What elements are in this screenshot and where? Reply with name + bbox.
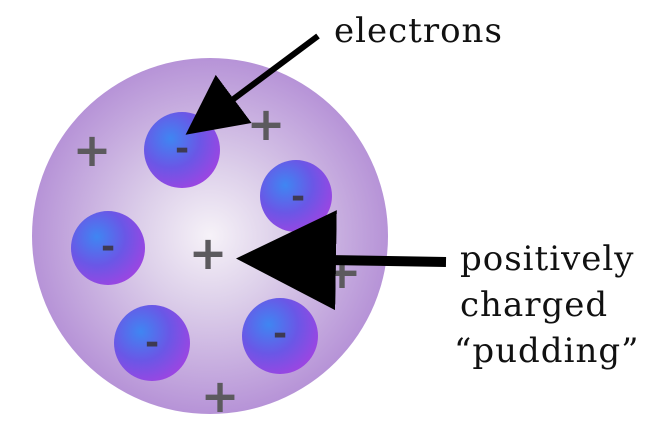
electron-4: -	[114, 305, 190, 381]
plus-sign-2: +	[247, 97, 286, 151]
electron-charge: -	[273, 314, 287, 354]
pudding-label-line-1: positively	[460, 239, 635, 279]
pudding-arrow	[236, 210, 447, 311]
electron-5: -	[242, 298, 318, 374]
electron-1: -	[144, 112, 220, 188]
electron-charge: -	[175, 129, 189, 169]
electrons-arrow	[185, 33, 320, 135]
electron-2: -	[260, 160, 332, 232]
electron-3: -	[71, 211, 145, 285]
plus-sign-5: +	[201, 369, 240, 423]
plus-sign-1: +	[73, 123, 112, 177]
plus-sign-4: +	[323, 245, 362, 299]
electron-charge: -	[291, 177, 305, 217]
pudding-label-line-2: charged	[460, 285, 608, 325]
electrons-label: electrons	[334, 11, 503, 51]
electron-charge: -	[101, 227, 115, 267]
electron-charge: -	[145, 323, 159, 363]
pudding-label-line-3: “pudding”	[454, 331, 640, 371]
plus-sign-3: +	[189, 226, 228, 280]
